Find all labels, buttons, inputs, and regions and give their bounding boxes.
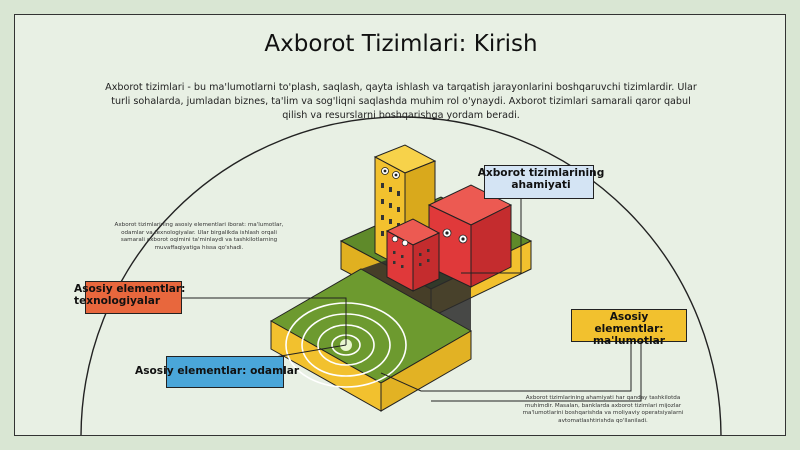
isometric-city-illustration bbox=[80, 116, 722, 435]
red-building-small bbox=[385, 218, 441, 292]
label-malumotlar: Asosiy elementlar: ma'lumotlar bbox=[571, 309, 687, 347]
label-texnologiyalar-text: Asosiy elementlar: texnologiyalar bbox=[74, 283, 186, 307]
label-odamlar-text: Asosiy elementlar: odamlar bbox=[135, 365, 300, 377]
elements-note: Axborot tizimlarining asosiy elementlari… bbox=[114, 222, 284, 251]
red-building-large bbox=[427, 184, 513, 288]
label-malumotlar-text: Asosiy elementlar: ma'lumotlar bbox=[593, 311, 665, 347]
label-ahamiyat: Axborot tizimlarining ahamiyati bbox=[478, 165, 604, 199]
connector-lines bbox=[181, 197, 642, 402]
label-odamlar: Asosiy elementlar: odamlar bbox=[135, 356, 299, 388]
label-texnologiyalar: Asosiy elementlar: texnologiyalar bbox=[74, 281, 185, 314]
intro-paragraph: Axborot tizimlari - bu ma'lumotlarni to'… bbox=[105, 82, 697, 121]
slide: Axborot Tizimlari: Kirish Axborot tiziml… bbox=[14, 14, 786, 436]
page-title: Axborot Tizimlari: Kirish bbox=[264, 31, 538, 57]
importance-note: Axborot tizimlarining ahamiyati har qand… bbox=[522, 395, 684, 424]
label-ahamiyat-text: Axborot tizimlarining ahamiyati bbox=[477, 167, 605, 191]
